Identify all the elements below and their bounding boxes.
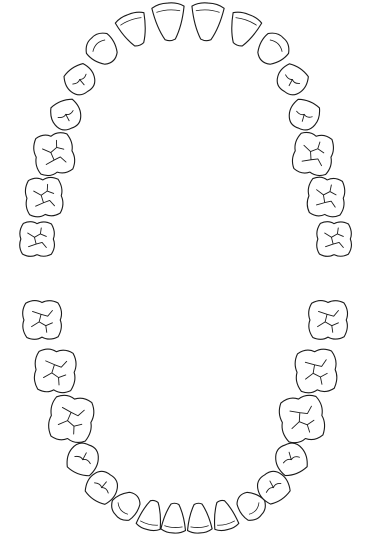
tooth-t10-incisor[interactable]	[223, 9, 263, 50]
tooth-outline	[294, 348, 338, 394]
tooth-outline	[81, 28, 124, 71]
tooth-t30-molar[interactable]	[277, 393, 327, 445]
tooth-outline	[290, 131, 335, 178]
tooth-t31-molar[interactable]	[294, 348, 338, 394]
tooth-outline	[186, 502, 213, 533]
tooth-t17-molar[interactable]	[23, 301, 62, 340]
tooth-t13-premolar[interactable]	[285, 96, 323, 134]
tooth-outline	[306, 176, 345, 217]
tooth-t24-incisor[interactable]	[161, 502, 188, 533]
tooth-t2-molar[interactable]	[24, 176, 63, 217]
tooth-t12-premolar[interactable]	[272, 60, 312, 100]
tooth-outline	[23, 301, 62, 340]
tooth-t25-incisor[interactable]	[186, 502, 213, 533]
tooth-t5-premolar[interactable]	[60, 60, 100, 100]
tooth-t19-molar[interactable]	[46, 393, 96, 445]
tooth-t15-molar[interactable]	[306, 176, 345, 217]
tooth-outline	[31, 131, 76, 178]
tooth-t32-molar[interactable]	[309, 301, 348, 340]
tooth-outline	[152, 2, 187, 42]
lower-arch	[23, 301, 348, 534]
tooth-outline	[20, 222, 55, 257]
tooth-t7-incisor[interactable]	[114, 9, 154, 50]
tooth-t8-incisor[interactable]	[152, 2, 187, 42]
tooth-outline	[309, 301, 348, 340]
tooth-t3-molar[interactable]	[31, 131, 76, 178]
tooth-t14-molar[interactable]	[290, 131, 335, 178]
tooth-outline	[277, 393, 327, 445]
tooth-outline	[24, 176, 63, 217]
tooth-t26-incisor[interactable]	[208, 498, 239, 533]
tooth-outline	[161, 502, 188, 533]
tooth-outline	[190, 2, 225, 42]
tooth-t6-canine[interactable]	[81, 28, 124, 71]
tooth-outline	[317, 222, 352, 257]
tooth-t9-incisor[interactable]	[190, 2, 225, 42]
tooth-t16-molar[interactable]	[317, 222, 352, 257]
upper-arch	[20, 2, 352, 256]
tooth-outline	[46, 393, 96, 445]
tooth-t18-molar[interactable]	[33, 348, 77, 394]
tooth-t1-molar[interactable]	[20, 222, 55, 257]
tooth-outline	[223, 9, 263, 50]
tooth-outline	[33, 348, 77, 394]
tooth-t4-premolar[interactable]	[47, 96, 85, 134]
tooth-outline	[114, 9, 154, 50]
tooth-outline	[208, 498, 239, 533]
